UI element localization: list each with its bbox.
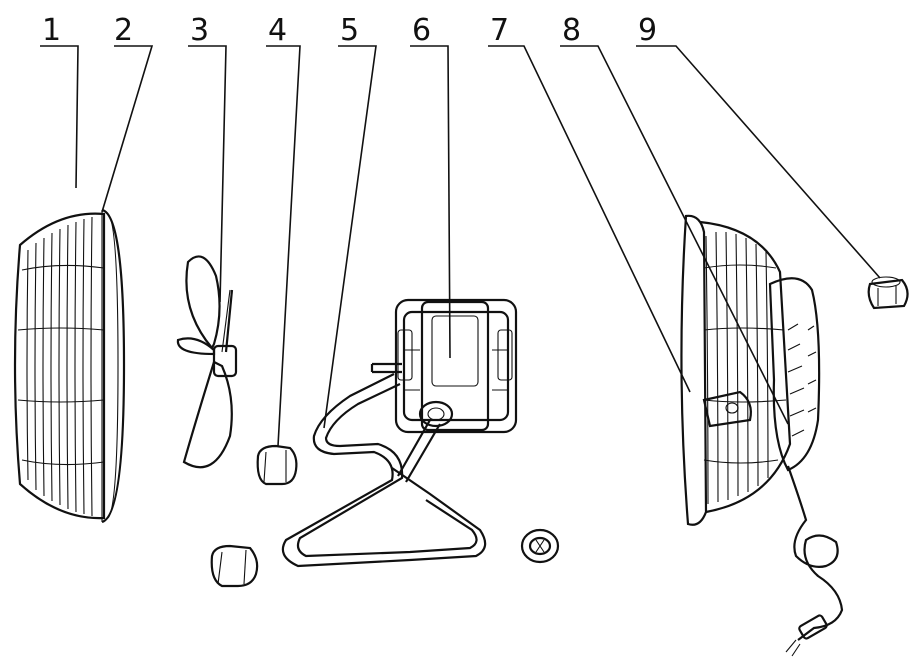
motor-icon xyxy=(370,298,518,434)
nut-icon xyxy=(520,528,560,564)
callout-8: 8 xyxy=(562,13,581,48)
leader-line-2 xyxy=(101,45,154,213)
callout-labels: 1 2 3 4 5 6 7 8 9 xyxy=(42,13,657,48)
leader-line-9 xyxy=(636,45,881,279)
leader-line-1 xyxy=(40,45,79,189)
power-cord-icon xyxy=(785,465,844,657)
leader-line-3 xyxy=(188,45,227,303)
grille-ring-icon xyxy=(101,208,126,524)
callout-4: 4 xyxy=(268,13,287,48)
callout-9: 9 xyxy=(638,13,657,48)
leader-line-7 xyxy=(488,45,691,393)
rubber-foot-icon xyxy=(256,444,298,486)
callout-3: 3 xyxy=(190,13,209,48)
fan-blade-icon xyxy=(176,255,238,469)
callout-6: 6 xyxy=(412,13,431,48)
leader-line-6 xyxy=(410,45,451,359)
wire-stand-icon xyxy=(281,373,487,568)
callout-5: 5 xyxy=(340,13,359,48)
callout-2: 2 xyxy=(114,13,133,48)
leader-line-4 xyxy=(266,45,301,447)
front-grille-icon xyxy=(13,212,106,520)
rubber-foot-icon xyxy=(210,544,259,588)
leader-line-8 xyxy=(560,45,789,425)
callout-1: 1 xyxy=(42,13,61,48)
rear-grille-icon xyxy=(680,214,821,526)
callout-7: 7 xyxy=(490,13,509,48)
leader-line-5 xyxy=(323,45,377,429)
knob-icon xyxy=(867,276,909,310)
leader-lines xyxy=(40,45,881,447)
